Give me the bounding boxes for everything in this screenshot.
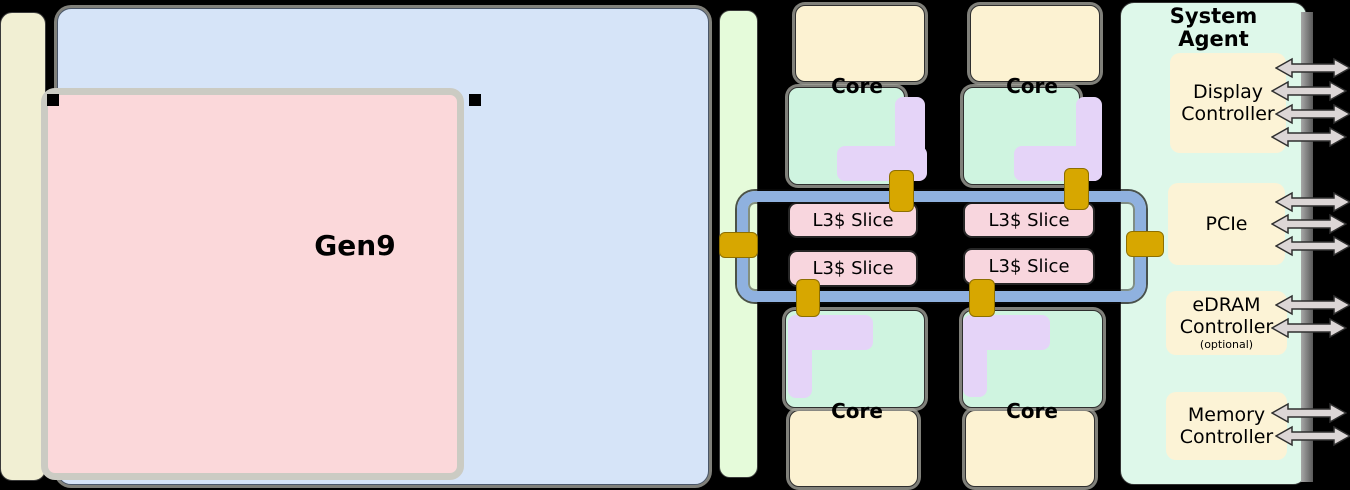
gen9-label: Gen9: [314, 229, 396, 262]
io-arrow-icon: [1275, 191, 1350, 213]
ring-stop-connector: [719, 232, 758, 258]
io-arrow-icon: [1271, 126, 1347, 148]
io-arrow-icon: [1271, 317, 1347, 339]
core-l2-region: [788, 315, 873, 350]
display-controller-label-line1: Display: [1192, 81, 1264, 103]
core-box: [970, 5, 1100, 82]
ring-stop-connector: [796, 279, 820, 317]
io-arrow-icon: [1275, 425, 1350, 447]
ring-stop-connector: [1126, 231, 1164, 257]
core-box: [795, 5, 925, 82]
corner-pin-icon: [47, 94, 59, 106]
system-agent-title-line1: System: [1169, 4, 1258, 28]
system-agent-title: System Agent: [1120, 5, 1307, 51]
edram-optional-note: (optional): [1199, 338, 1254, 351]
io-arrow-icon: [1275, 57, 1350, 79]
io-arrow-icon: [1271, 402, 1347, 424]
edram-label-line2: Controller: [1179, 316, 1274, 338]
memory-controller-label-line1: Memory: [1187, 404, 1266, 426]
pcie-box: PCIe: [1168, 183, 1285, 265]
ring-stop-connector: [889, 170, 914, 212]
io-arrow-icon: [1271, 80, 1347, 102]
core-box: [965, 410, 1095, 487]
core-label: Core: [831, 74, 883, 98]
io-arrow-icon: [1275, 103, 1350, 125]
system-agent-title-line2: Agent: [1178, 27, 1249, 51]
edram-label-line1: eDRAM: [1192, 294, 1261, 316]
core-label: Core: [831, 399, 883, 423]
corner-pin-icon: [469, 94, 481, 106]
memory-controller-label-line2: Controller: [1179, 426, 1274, 448]
gen9-gpu-block: [41, 88, 464, 480]
ring-stop-connector: [969, 279, 995, 317]
io-arrow-icon: [1271, 213, 1347, 235]
pcie-label: PCIe: [1205, 213, 1248, 235]
io-arrow-icon: [1275, 294, 1350, 316]
io-arrow-icon: [1275, 235, 1350, 257]
memory-controller-box: Memory Controller: [1166, 392, 1287, 460]
edram-controller-box: eDRAM Controller (optional): [1166, 291, 1287, 355]
display-controller-box: Display Controller: [1170, 53, 1286, 153]
core-box: [789, 410, 918, 487]
left-io-column: [0, 12, 46, 481]
l3-slice: L3$ Slice: [963, 248, 1095, 285]
display-controller-label-line2: Controller: [1181, 103, 1275, 125]
core-label: Core: [1006, 74, 1058, 98]
core-l2-region: [963, 315, 1050, 350]
ring-stop-connector: [1064, 168, 1089, 210]
core-label: Core: [1006, 399, 1058, 423]
l3-slice: L3$ Slice: [788, 202, 918, 238]
